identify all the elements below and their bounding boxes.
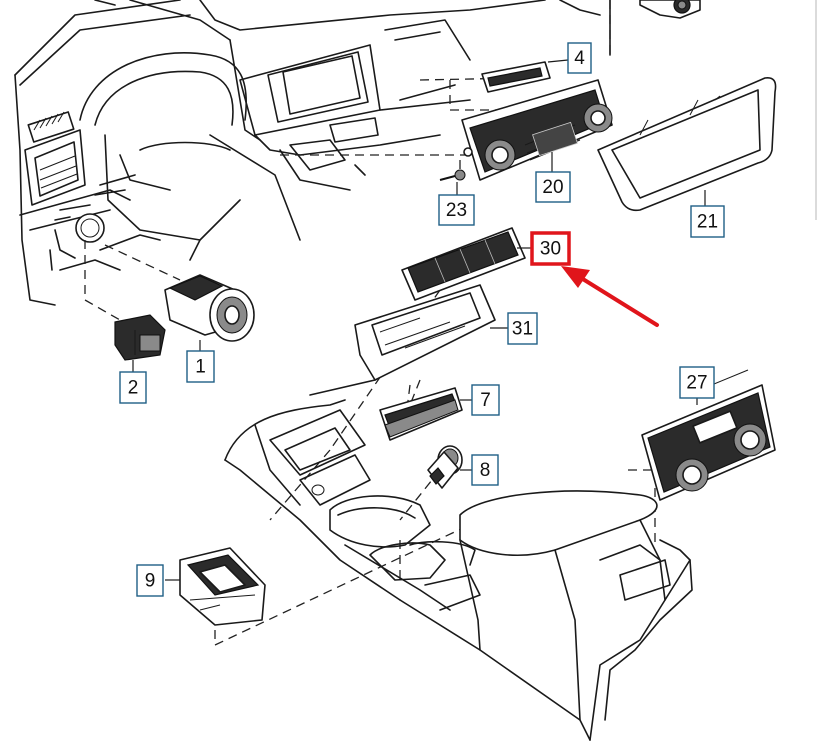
svg-text:9: 9: [145, 571, 156, 592]
leader-lines: [132, 59, 706, 581]
svg-text:8: 8: [480, 460, 491, 481]
svg-text:20: 20: [542, 177, 563, 198]
svg-text:4: 4: [574, 48, 585, 69]
svg-text:23: 23: [446, 200, 467, 221]
dashboard-illustration: [14, 0, 611, 306]
part-9-storage-tray: [179, 547, 266, 626]
part-2-switch: [114, 314, 166, 361]
part-1-light-switch: [164, 274, 255, 342]
callout-21: 21: [690, 205, 725, 238]
part-31-bezel: [354, 284, 496, 381]
callout-1: 1: [186, 350, 215, 383]
callout-27: 27: [679, 366, 715, 399]
svg-text:31: 31: [512, 319, 533, 340]
part-7-usb-module: [379, 387, 463, 441]
part-21-trim-frame: [597, 76, 777, 212]
callout-30-highlighted: 30: [530, 231, 571, 266]
svg-text:21: 21: [697, 212, 718, 233]
svg-text:27: 27: [686, 373, 707, 394]
svg-text:30: 30: [540, 239, 561, 260]
svg-text:7: 7: [480, 390, 491, 411]
part-4-module: [481, 61, 551, 93]
svg-text:1: 1: [195, 357, 206, 378]
svg-text:2: 2: [128, 378, 139, 399]
callout-31: 31: [507, 312, 538, 345]
top-right-part: [639, 0, 701, 19]
part-20-climate-panel: [461, 79, 613, 181]
callout-23: 23: [438, 194, 475, 226]
part-30-switch-module: [401, 227, 526, 301]
callout-4: 4: [567, 42, 592, 74]
callout-9: 9: [136, 564, 164, 597]
center-console-illustration: [224, 379, 693, 741]
callout-8: 8: [471, 454, 499, 486]
callout-7: 7: [471, 384, 500, 416]
part-23-screw: [439, 169, 466, 181]
red-arrow-icon: [561, 266, 659, 327]
callout-20: 20: [535, 171, 571, 203]
callout-2: 2: [119, 371, 147, 404]
part-27-rear-climate-panel: [641, 369, 776, 501]
part-8-socket: [427, 445, 463, 489]
